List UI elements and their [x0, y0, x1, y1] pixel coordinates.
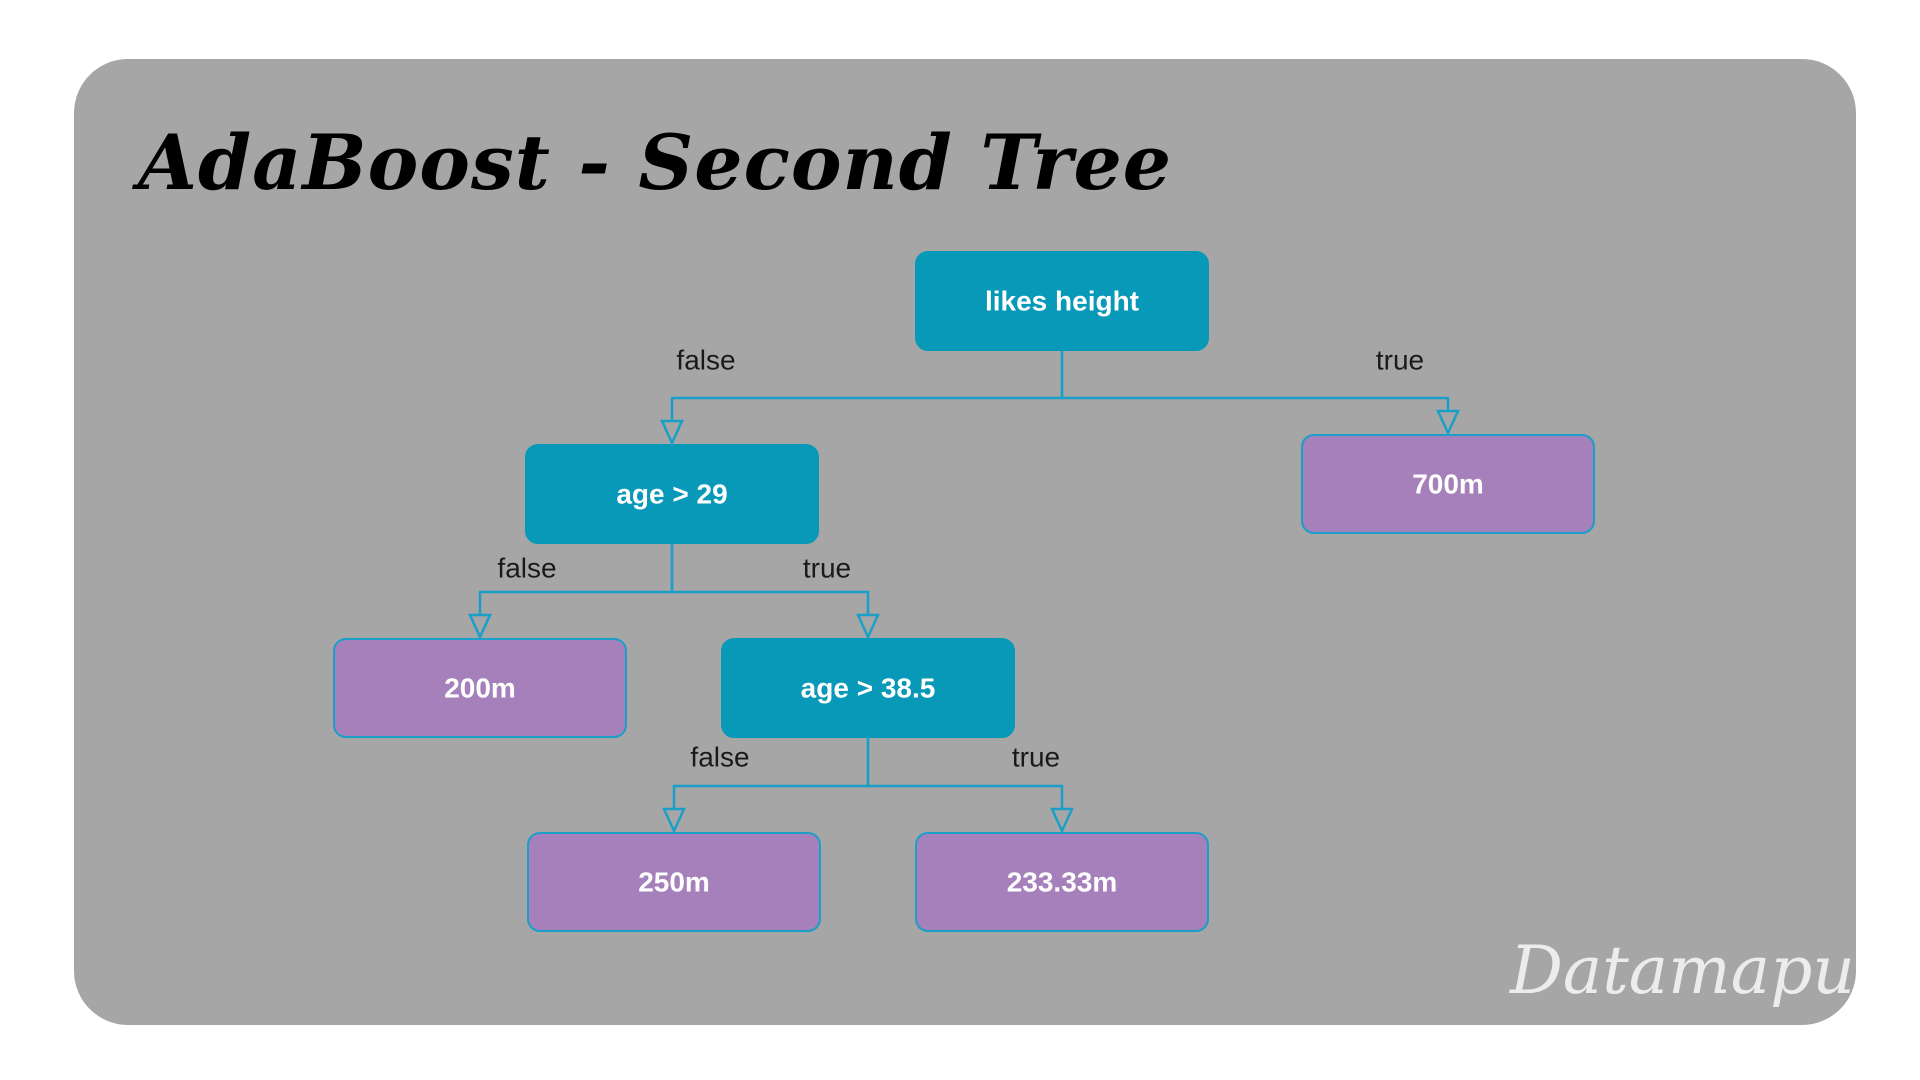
node-label-leaf700: 700m: [1412, 469, 1484, 500]
page-title: AdaBoost - Second Tree: [138, 118, 1173, 207]
node-box-leaf250: [527, 832, 821, 932]
edge-age29-to-age385: [670, 543, 870, 615]
arrowhead-age29: [660, 419, 684, 447]
node-box-leaf23333: [915, 832, 1209, 932]
watermark-logo: Datamapu: [1510, 932, 1855, 1009]
edge-label-age385-to-leaf250: false: [690, 742, 749, 773]
edges-layer: [468, 350, 1460, 835]
node-root: likes height: [915, 251, 1209, 351]
arrowhead-leaf700: [1436, 409, 1460, 437]
node-leaf700: 700m: [1301, 434, 1595, 534]
edge-label-age385-to-leaf23333: true: [1012, 742, 1060, 773]
node-box-age385: [721, 638, 1015, 738]
edge-root-to-leaf700: [1060, 350, 1450, 411]
node-age385: age > 38.5: [721, 638, 1015, 738]
arrowhead-leaf23333: [1050, 807, 1074, 835]
node-label-leaf200: 200m: [444, 673, 516, 704]
edge-age385-to-leaf23333: [866, 737, 1064, 809]
node-box-leaf700: [1301, 434, 1595, 534]
arrowhead-leaf250: [662, 807, 686, 835]
node-box-age29: [525, 444, 819, 544]
edge-label-root-to-age29: false: [676, 345, 735, 376]
node-label-leaf250: 250m: [638, 867, 710, 898]
node-age29: age > 29: [525, 444, 819, 544]
node-box-root: [915, 251, 1209, 351]
arrowhead-age385: [856, 613, 880, 641]
node-label-root: likes height: [985, 286, 1139, 317]
node-leaf200: 200m: [333, 638, 627, 738]
edge-labels-layer: false true false true false true: [497, 345, 1424, 773]
arrowhead-leaf200: [468, 613, 492, 641]
nodes-layer: likes height age > 29 700m 200m age > 38.5 25…: [333, 251, 1595, 932]
edge-label-root-to-leaf700: true: [1376, 345, 1424, 376]
node-label-leaf23333: 233.33m: [1007, 867, 1118, 898]
node-label-age29: age > 29: [616, 479, 727, 510]
edge-label-age29-to-age385: true: [803, 553, 851, 584]
node-leaf23333: 233.33m: [915, 832, 1209, 932]
node-box-leaf200: [333, 638, 627, 738]
edge-label-age29-to-leaf200: false: [497, 553, 556, 584]
node-leaf250: 250m: [527, 832, 821, 932]
node-label-age385: age > 38.5: [801, 673, 936, 704]
